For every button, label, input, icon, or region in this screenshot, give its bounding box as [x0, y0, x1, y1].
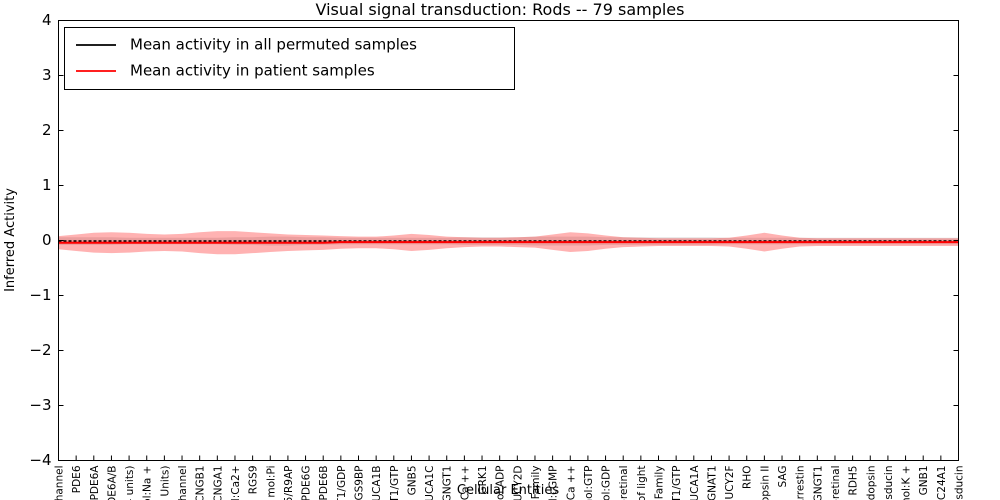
chart-legend[interactable]: Mean activity in all permuted samplesMea…	[64, 27, 515, 90]
x-axis-title: Cellular Entities	[457, 483, 559, 498]
y-tick-label: 1	[42, 176, 52, 194]
x-tick-label: Transducin	[954, 466, 966, 500]
x-tick-label: RGS9BP	[354, 466, 366, 500]
x-tick-label: GCAP Family/Ca ++	[459, 466, 471, 500]
x-tick-label: GUCA1C	[424, 466, 436, 500]
y-tick-label: −2	[29, 341, 51, 359]
y-tick-label: 3	[42, 66, 52, 84]
y-tick-label: −4	[29, 451, 51, 469]
x-tick-label: RGS9	[248, 466, 260, 495]
y-tick-label: 2	[42, 121, 52, 139]
x-tick-label: Metarhodopsin II	[759, 466, 771, 500]
x-tick-label: PDE6	[71, 465, 83, 493]
x-tick-label: GUCA1A	[689, 465, 701, 500]
legend-label-0: Mean activity in all permuted samples	[130, 36, 417, 54]
x-tick-label: PDE6B	[318, 466, 330, 500]
x-tick-label: PDE6A	[89, 465, 101, 500]
x-tick-label: PDE6G	[301, 466, 313, 500]
x-tick-label: GC1/GCAP Family	[654, 466, 666, 500]
x-tick-label: GRK1	[477, 466, 489, 495]
y-tick-label: −3	[29, 396, 51, 414]
y-axis-title: Inferred Activity	[3, 188, 18, 292]
x-tick-label: mol:ADP	[495, 466, 507, 500]
x-tick-label: mol:all-trans-retinal	[618, 466, 630, 500]
x-tick-label: GUCA1B	[371, 466, 383, 500]
x-tick-label: CNGA1	[212, 466, 224, 500]
x-tick-label: GNB1/GNGT1	[812, 466, 824, 500]
x-tick-label: mol:cGMP	[548, 466, 560, 500]
x-tick-label: GC2/GCAP Family	[530, 466, 542, 500]
x-tick-label: mol:GDP	[601, 466, 613, 500]
x-tick-label: mol:11-cis-retinal	[830, 466, 842, 500]
x-tick-label: GUCY2D	[512, 466, 524, 500]
x-tick-label: CNGB1	[195, 466, 207, 500]
x-tick-label: mol:Ca2+	[230, 466, 242, 500]
x-tick-label: CNG Channel	[54, 466, 66, 500]
x-tick-label: GNB1	[918, 466, 930, 496]
x-tick-label: RDH5	[848, 466, 860, 496]
x-tick-label: SLC24A1	[936, 466, 948, 500]
x-tick-label: Na + (4 Units)	[159, 466, 171, 500]
x-tick-label: RGS9-1/Gbeta5/R9AP	[283, 466, 295, 500]
x-tick-label: SAG	[777, 466, 789, 488]
legend-frame	[64, 27, 515, 90]
x-tick-label: mol:Na +	[142, 466, 154, 500]
x-tick-label: mol:GTP	[583, 466, 595, 500]
x-tick-label: GNB5	[406, 466, 418, 496]
x-tick-label: cGMP/CNG Channel	[177, 466, 189, 500]
x-tick-label: RHO	[742, 466, 754, 489]
x-tick-label: mol:GMP (4 units)	[124, 466, 136, 500]
x-tick-label: Rhodopsin	[865, 466, 877, 500]
x-tick-label: mol:Pi	[265, 466, 277, 498]
line-patient-mean	[58, 241, 959, 244]
x-tick-label: PDE6A/B	[106, 466, 118, 500]
x-tick-label: GNAT1/GTP	[671, 466, 683, 500]
y-tick-label: 4	[42, 11, 52, 29]
x-axis: CNG Channel PDE6 PDE6A PDE6A/B mol:GMP (4 un…	[54, 455, 966, 500]
legend-label-1: Mean activity in patient samples	[130, 62, 375, 80]
x-tick-label: GNAT1/GDP	[336, 466, 348, 500]
x-tick-label: Metarhodopsin II/Arrestin	[795, 466, 807, 500]
chart-title: Visual signal transduction: Rods -- 79 s…	[316, 0, 685, 19]
y-axis: −4 −3 −2 −1 0 1 2 3 4	[29, 11, 959, 469]
x-tick-label: PDE6G/GNAT1/GTP	[389, 466, 401, 500]
x-tick-label: Metarhodopsin II/Transducin	[883, 466, 895, 500]
x-tick-label: absorption of light	[636, 466, 648, 500]
x-tick-label: GNGT1	[442, 466, 454, 500]
x-tick-label: mol:K +	[901, 466, 913, 500]
x-tick-label: mol:Ca ++	[565, 466, 577, 500]
y-tick-label: 0	[42, 231, 52, 249]
x-tick-label: GUCY2F	[724, 466, 736, 500]
plot-frame	[58, 20, 959, 461]
series-lines	[58, 240, 959, 244]
x-tick-label: GNAT1	[706, 466, 718, 500]
y-tick-label: −1	[29, 286, 51, 304]
